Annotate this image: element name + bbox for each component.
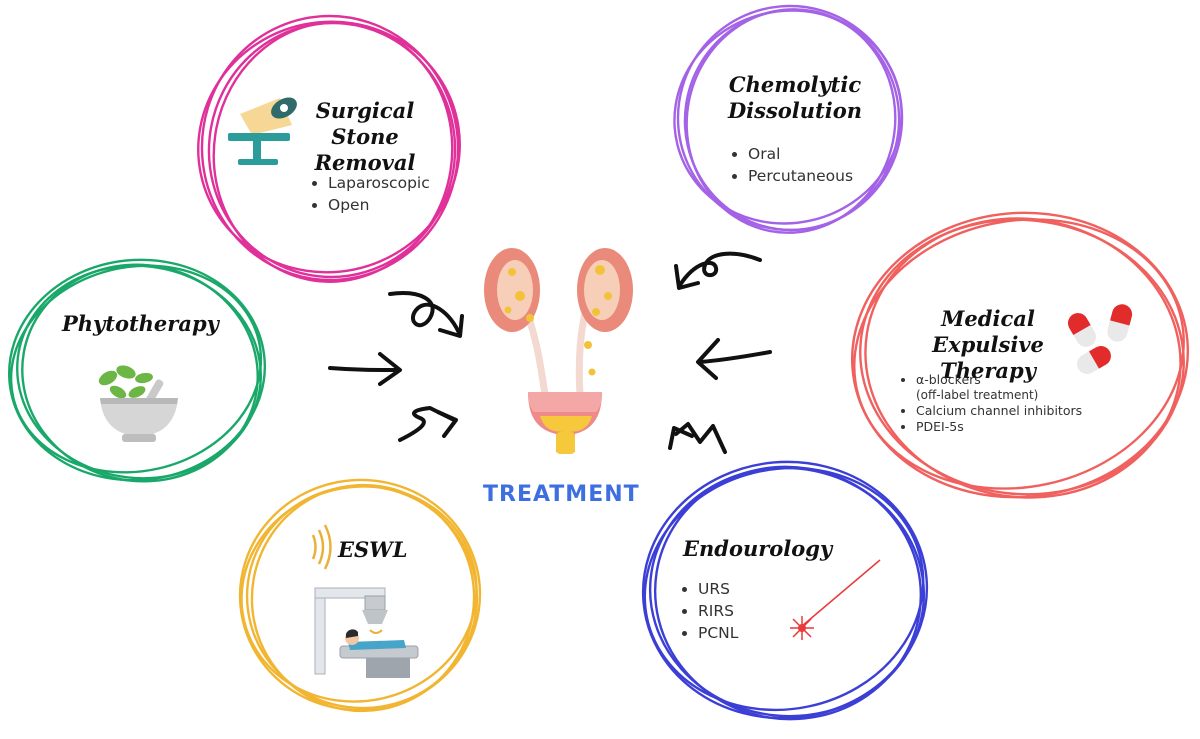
arrow-from-eswl xyxy=(398,406,458,442)
eswl-circle xyxy=(238,478,482,713)
met-title-line2: Therapy xyxy=(940,358,1036,383)
arrow-from-phytotherapy xyxy=(328,352,402,386)
list-item: α-blockers (off-label treatment) xyxy=(916,372,1082,403)
capsules-icon xyxy=(1068,304,1133,374)
surgical-title-line1: Surgical Stone xyxy=(315,98,415,149)
list-item: Laparoscopic xyxy=(328,172,430,194)
met-list: α-blockers (off-label treatment) Calcium… xyxy=(898,372,1082,435)
phytotherapy-title: Phytotherapy xyxy=(62,311,219,336)
surgical-title: Surgical Stone Removal xyxy=(290,98,440,176)
chemolytic-title-line2: Dissolution xyxy=(727,98,863,123)
laser-beam-icon xyxy=(790,559,881,640)
urinary-system-icon xyxy=(484,248,633,454)
arrow-from-chemolytic xyxy=(674,251,762,290)
list-item: PDEI-5s xyxy=(916,419,1082,435)
chemolytic-list: Oral Percutaneous xyxy=(730,143,853,187)
endourology-circle xyxy=(641,460,929,721)
met-title-line1: Medical Expulsive xyxy=(932,306,1044,357)
endourology-list: URS RIRS PCNL xyxy=(680,578,738,644)
arrow-from-surgical xyxy=(388,291,464,338)
list-item: RIRS xyxy=(698,600,738,622)
surgical-circle xyxy=(197,14,461,283)
eswl-title: ESWL xyxy=(338,537,408,562)
surgical-title-line2: Removal xyxy=(314,150,416,175)
arrow-from-met xyxy=(696,338,772,380)
list-item: Oral xyxy=(748,143,853,165)
chemolytic-title-line1: Chemolytic xyxy=(728,72,862,97)
phytotherapy-circle xyxy=(7,258,267,483)
arrow-from-endourology xyxy=(668,422,727,454)
surgical-list: Laparoscopic Open xyxy=(310,172,430,216)
alpha-blockers-label: α-blockers xyxy=(916,372,981,387)
list-item: PCNL xyxy=(698,622,738,644)
list-item: Open xyxy=(328,194,430,216)
met-circle xyxy=(850,211,1190,499)
lithotripsy-machine-icon xyxy=(311,524,419,678)
operating-table-icon xyxy=(228,97,297,165)
off-label-note: (off-label treatment) xyxy=(916,388,1039,402)
chemolytic-title: Chemolytic Dissolution xyxy=(720,72,870,124)
list-item: URS xyxy=(698,578,738,600)
endourology-title: Endourology xyxy=(683,536,833,561)
mortar-pestle-herbs-icon xyxy=(98,365,178,442)
list-item: Percutaneous xyxy=(748,165,853,187)
chemolytic-circle xyxy=(673,4,904,234)
treatment-label: TREATMENT xyxy=(483,482,640,507)
list-item: Calcium channel inhibitors xyxy=(916,403,1082,419)
met-title: Medical Expulsive Therapy xyxy=(893,306,1083,384)
